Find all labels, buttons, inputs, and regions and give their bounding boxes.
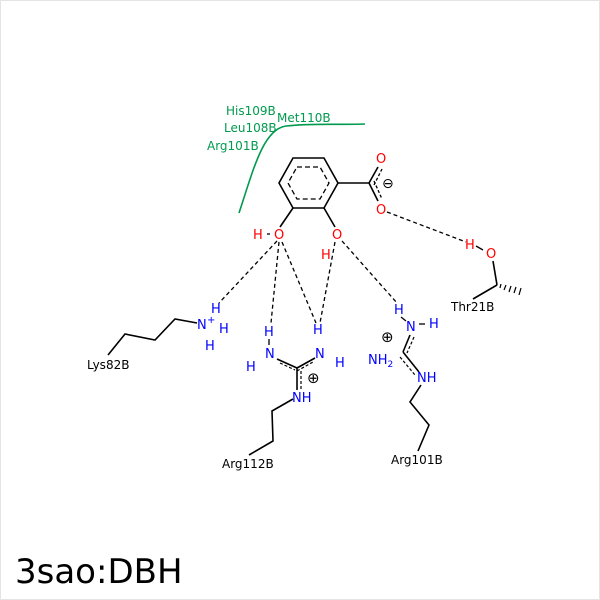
residue-arg101-hydrophobic: Arg101B <box>207 139 259 153</box>
lys82-nitrogen: N <box>197 318 207 333</box>
lys82-positive-charge: + <box>207 315 215 326</box>
residue-leu108: Leu108B <box>224 121 277 135</box>
arg112-positive-charge-icon: ⊕ <box>307 369 320 387</box>
residue-met110: Met110B <box>277 111 331 125</box>
lys82-hydrogen-1: H <box>211 302 221 317</box>
arg101-nh2: NH2 <box>368 353 393 370</box>
arg112-hydrogen-1: H <box>264 325 274 340</box>
arg112-hydrogen-3: H <box>313 323 323 338</box>
residue-lys82: Lys82B <box>87 358 129 372</box>
arg112-nitrogen-2: N <box>315 347 325 362</box>
carboxyl-oxygen-1: O <box>376 152 386 167</box>
lys82-hydrogen-3: H <box>205 339 215 354</box>
arg101-hydrogen-2: H <box>429 317 439 332</box>
arg101-positive-charge-icon: ⊕ <box>381 328 394 346</box>
thr21-oxygen: O <box>486 247 496 262</box>
hydroxyl-oxygen-2: O <box>332 228 342 243</box>
carboxyl-oxygen-2: O <box>376 203 386 218</box>
hydroxyl-hydrogen-2: H <box>321 248 331 263</box>
diagram-title: 3sao:DBH <box>15 552 183 592</box>
residue-arg112: Arg112B <box>222 457 274 471</box>
residue-his109: His109B <box>226 104 276 118</box>
hydrophobic-contact-arc <box>238 123 366 214</box>
arg101-hydrogen-1: H <box>394 303 404 318</box>
arg112-hydrogen-2: H <box>246 360 256 375</box>
residue-thr21: Thr21B <box>450 300 494 314</box>
arg112-nitrogen-1: N <box>265 347 275 362</box>
hydroxyl-hydrogen-1: H <box>253 228 263 243</box>
arg112-hydrogen-4: H <box>335 356 345 371</box>
arg112-nh: NH <box>292 391 312 406</box>
arg101-nh: NH <box>417 371 437 386</box>
thr21-hydrogen: H <box>465 238 475 253</box>
ligand-benzene-ring <box>278 157 383 228</box>
hydroxyl-oxygen-1: O <box>274 228 284 243</box>
stereo-hash-bond <box>499 283 522 296</box>
lys82-hydrogen-2: H <box>219 322 229 337</box>
residue-arg101: Arg101B <box>391 453 443 467</box>
negative-charge-icon: ⊖ <box>382 176 394 192</box>
hydrogen-bonds <box>218 211 467 324</box>
arg101-nitrogen: N <box>406 320 416 335</box>
